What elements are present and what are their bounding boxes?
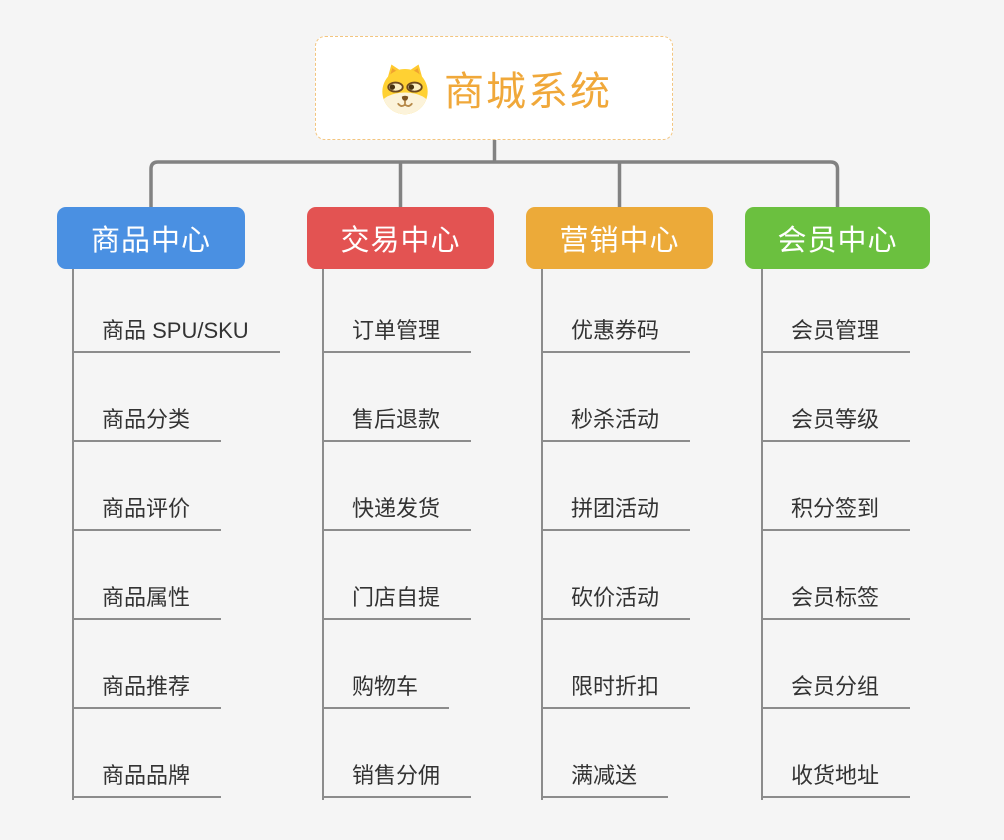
leaf-node[interactable]: 砍价活动 (541, 574, 691, 620)
leaf-node[interactable]: 满减送 (541, 752, 669, 798)
leaf-node[interactable]: 快递发货 (322, 485, 472, 531)
leaf-node[interactable]: 商品分类 (72, 396, 222, 442)
leaf-node[interactable]: 会员等级 (761, 396, 911, 442)
leaf-node[interactable]: 会员分组 (761, 663, 911, 709)
branch-spine-line (541, 269, 543, 800)
leaf-node[interactable]: 会员管理 (761, 307, 911, 353)
branch-rail-line (149, 160, 840, 207)
branch-spine-line (761, 269, 763, 800)
branch-node-product-center[interactable]: 商品中心 (57, 207, 245, 269)
leaf-node[interactable]: 拼团活动 (541, 485, 691, 531)
root-title: 商城系统 (444, 70, 612, 114)
leaf-node[interactable]: 优惠券码 (541, 307, 691, 353)
leaf-node[interactable]: 售后退款 (322, 396, 472, 442)
leaf-node[interactable]: 限时折扣 (541, 663, 691, 709)
branch-spine-line (322, 269, 324, 800)
leaf-node[interactable]: 商品评价 (72, 485, 222, 531)
leaf-node[interactable]: 会员标签 (761, 574, 911, 620)
leaf-node[interactable]: 收货地址 (761, 752, 911, 798)
leaf-node[interactable]: 销售分佣 (322, 752, 472, 798)
leaf-node[interactable]: 商品品牌 (72, 752, 222, 798)
branch-spine-line (72, 269, 74, 800)
dog-face-icon (376, 60, 434, 116)
branch-node-marketing-center[interactable]: 营销中心 (526, 207, 713, 269)
leaf-node[interactable]: 积分签到 (761, 485, 911, 531)
leaf-node[interactable]: 商品属性 (72, 574, 222, 620)
leaf-node[interactable]: 商品推荐 (72, 663, 222, 709)
leaf-node[interactable]: 秒杀活动 (541, 396, 691, 442)
leaf-node[interactable]: 购物车 (322, 663, 450, 709)
leaf-node[interactable]: 门店自提 (322, 574, 472, 620)
branch-node-member-center[interactable]: 会员中心 (745, 207, 930, 269)
branch-node-trade-center[interactable]: 交易中心 (307, 207, 494, 269)
leaf-node[interactable]: 订单管理 (322, 307, 472, 353)
root-node[interactable]: 商城系统 (315, 36, 673, 140)
leaf-node[interactable]: 商品 SPU/SKU (72, 307, 280, 353)
